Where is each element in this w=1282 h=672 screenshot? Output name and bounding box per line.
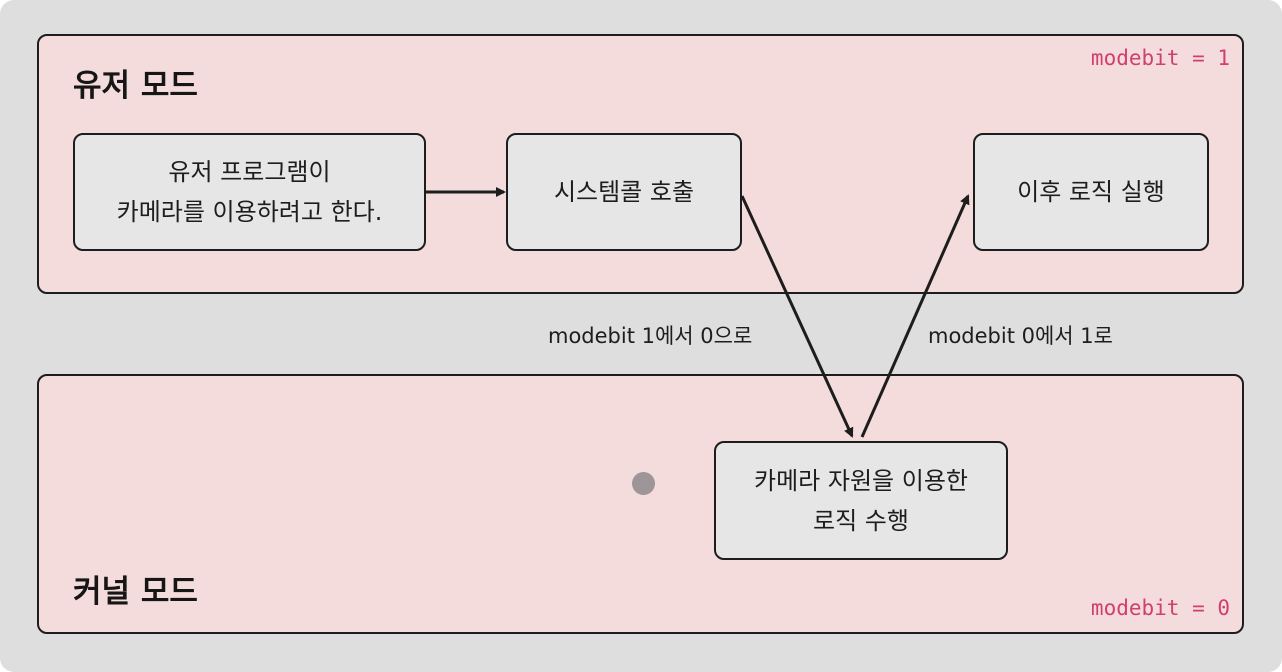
kernel-logic-line2: 로직 수행	[813, 506, 909, 535]
system-call-label: 시스템콜 호출	[553, 178, 695, 206]
edge-label-to-kernel: modebit 1에서 0으로	[548, 324, 753, 348]
kernel-logic-box: 카메라 자원을 이용한 로직 수행	[714, 441, 1008, 560]
user-program-box: 유저 프로그램이 카메라를 이용하려고 한다.	[73, 133, 426, 251]
user-program-line2: 카메라를 이용하려고 한다.	[116, 198, 383, 226]
user-program-line1: 유저 프로그램이	[168, 158, 331, 186]
user-mode-title: 유저 모드	[73, 68, 198, 104]
cursor-dot	[632, 472, 655, 495]
kernel-mode-title: 커널 모드	[73, 574, 198, 610]
kernel-modebit-label: modebit = 0	[1090, 596, 1230, 620]
continue-logic-label: 이후 로직 실행	[1017, 178, 1165, 206]
arrow-syscall-to-kernel	[740, 195, 854, 438]
kernel-mode-zone: 커널 모드 modebit = 0	[37, 374, 1244, 634]
system-call-box: 시스템콜 호출	[506, 133, 742, 251]
continue-logic-box: 이후 로직 실행	[973, 133, 1209, 251]
user-modebit-label: modebit = 1	[1090, 46, 1230, 70]
arrow-kernel-to-continue	[860, 194, 970, 438]
edge-label-to-user: modebit 0에서 1로	[928, 324, 1113, 348]
kernel-logic-line1: 카메라 자원을 이용한	[754, 466, 968, 495]
